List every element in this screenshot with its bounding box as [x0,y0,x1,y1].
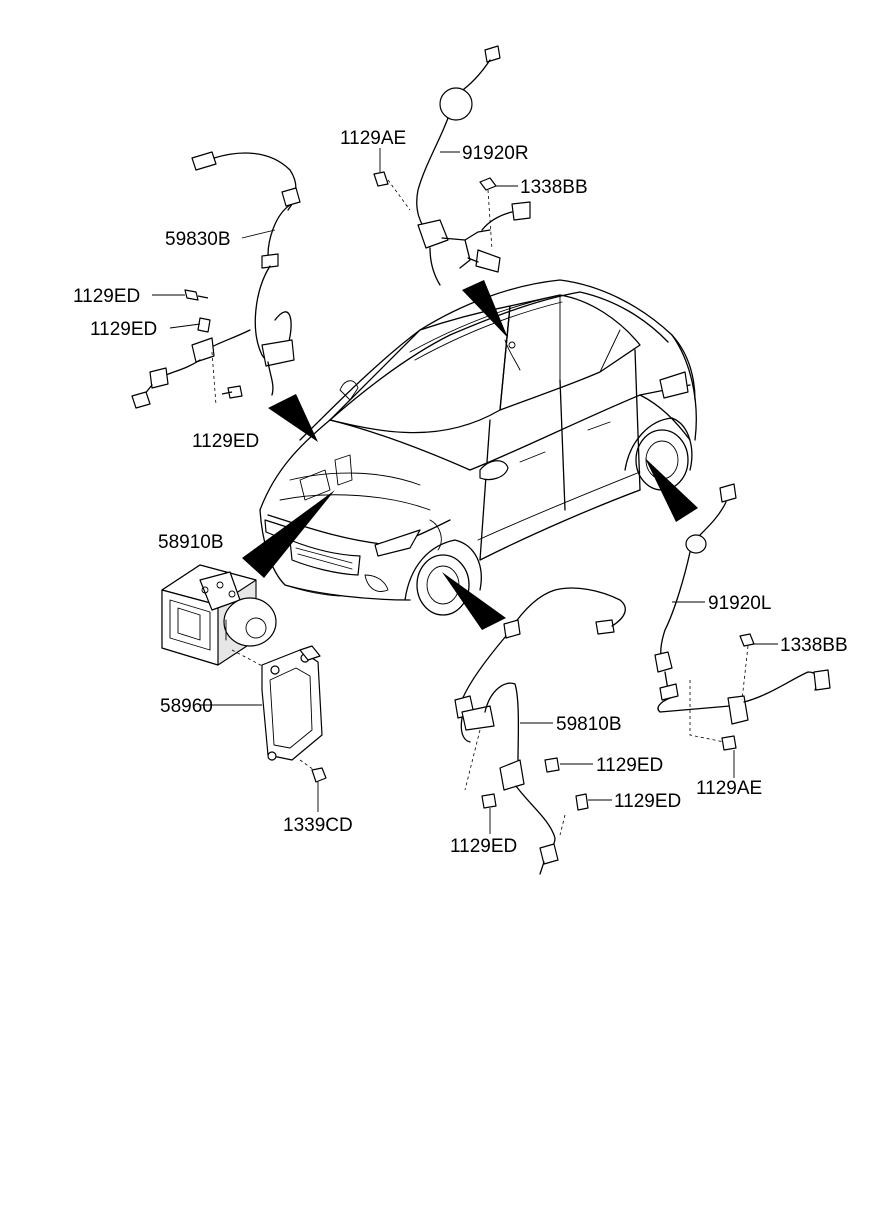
pointer-abs-module [242,490,335,578]
pointer-front-left-sensor [268,394,318,442]
label-58960: 58960 [160,696,213,717]
label-58910B: 58910B [158,532,224,553]
label-59830B: 59830B [165,229,231,250]
callout-pointers [242,280,698,630]
nut-1339CD-icon [311,767,327,783]
front-left-wheel-speed-sensor [131,151,301,409]
front-right-wheel-speed-sensor [454,587,626,875]
pointer-rear-left-sensor [645,458,698,522]
nut-1338BB-right-icon [739,633,755,647]
bolts-front-left [184,289,243,399]
label-1129AE-top: 1129AE [340,128,406,149]
nut-1338BB-top-icon [479,177,497,191]
vehicle-outline [259,279,697,616]
abs-hydraulic-module [161,564,277,671]
rear-right-wheel-speed-sensor [373,45,531,286]
part-labels: 1129AE 91920R 1338BB 59830B 1129ED 1129E… [73,128,848,857]
label-1339CD: 1339CD [283,815,353,836]
leader-lines [152,148,778,834]
label-91920R: 91920R [462,143,529,164]
bolt-1129ED-c-icon [221,385,243,399]
label-1129AE-right: 1129AE [696,778,762,799]
label-1129ED-d: 1129ED [596,755,663,776]
bolt-1129ED-b-icon [197,317,211,333]
pointer-front-right-sensor [442,572,506,630]
bolt-1129ED-a-icon [184,289,209,301]
label-91920L: 91920L [708,593,771,614]
bolt-1129ED-d-icon [544,757,560,773]
label-1129ED-a: 1129ED [73,286,140,307]
label-1129ED-c: 1129ED [192,431,259,452]
bolt-1129AE-top-icon [373,171,389,187]
bolt-1129ED-f-icon [481,793,497,809]
label-1338BB-top: 1338BB [520,177,588,198]
label-1129ED-b: 1129ED [90,319,157,340]
rear-left-wheel-speed-sensor [654,483,831,751]
label-1129ED-e: 1129ED [614,791,681,812]
pointer-rear-right-sensor [462,280,508,338]
label-1338BB-right: 1338BB [780,635,848,656]
label-59810B: 59810B [556,714,622,735]
label-1129ED-f: 1129ED [450,836,517,857]
bolt-1129ED-e-icon [575,793,589,811]
abs-mounting-bracket [261,645,327,783]
bolt-1129AE-right-icon [721,735,737,751]
